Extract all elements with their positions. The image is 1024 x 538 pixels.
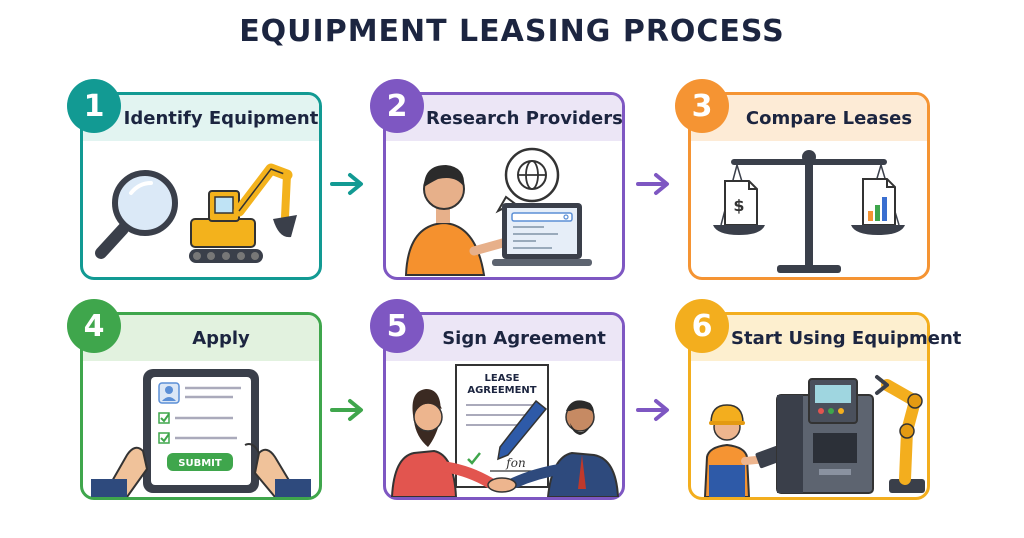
- step-label: Start Using Equipment: [731, 327, 962, 349]
- step-number-badge: 4: [67, 299, 121, 353]
- step-label: Apply: [192, 327, 250, 349]
- step-card-identify-equipment: Identify Equipment 1: [67, 79, 322, 280]
- dollar-symbol: $: [733, 196, 744, 215]
- step-number-badge: 3: [675, 79, 729, 133]
- step-card-compare-leases: Compare Leases 3 $: [675, 79, 930, 280]
- step-illustration: $: [713, 150, 905, 273]
- step-card-start-using-equipment: Start Using Equipment 6: [675, 299, 962, 500]
- machine-icon: [776, 378, 874, 494]
- step-illustration: SUBMIT: [91, 369, 311, 497]
- signature-text: fon: [505, 456, 525, 470]
- balance-scale-icon: [720, 150, 900, 273]
- arrow-right-icon: [330, 399, 363, 421]
- step-header: Identify Equipment: [83, 95, 319, 141]
- submit-button-label: SUBMIT: [178, 458, 222, 469]
- step-card-sign-agreement: Sign Agreement 5 LEASE AGREEMENT fon: [370, 299, 625, 500]
- step-label: Compare Leases: [745, 107, 913, 129]
- pen-icon: [497, 399, 548, 461]
- dollar-document-icon: $: [713, 180, 765, 235]
- worker-icon: [703, 404, 783, 497]
- step-number-badge: 6: [675, 299, 729, 353]
- lease-title-line1: LEASE: [485, 373, 520, 384]
- arrow-right-icon: [636, 399, 669, 421]
- step-label: Sign Agreement: [442, 327, 606, 349]
- step-label: Research Providers: [426, 107, 623, 129]
- excavator-icon: [189, 163, 297, 263]
- tablet-form-icon: SUBMIT: [143, 369, 259, 493]
- handshake-icon: [390, 389, 620, 497]
- step-header: Apply: [83, 315, 319, 361]
- step-header: Start Using Equipment: [691, 315, 962, 361]
- step-illustration: LEASE AGREEMENT fon: [390, 364, 620, 497]
- step-illustration: [95, 163, 297, 263]
- arrow-right-icon: [330, 173, 363, 195]
- laptop-icon: [492, 203, 592, 266]
- step-number-badge: 5: [370, 299, 424, 353]
- lease-title-line2: AGREEMENT: [467, 385, 536, 396]
- step-header: Research Providers: [386, 95, 623, 141]
- page-title: EQUIPMENT LEASING PROCESS: [239, 14, 785, 49]
- bar-chart-document-icon: [851, 178, 905, 235]
- step-number-badge: 2: [370, 79, 424, 133]
- step-number-badge: 1: [67, 79, 121, 133]
- step-label: Identify Equipment: [123, 107, 319, 129]
- step-illustration: [404, 147, 592, 276]
- step-illustration: [703, 375, 925, 497]
- hands-icon: [91, 443, 311, 497]
- globe-icon: [495, 147, 560, 214]
- arrow-right-icon: [636, 173, 669, 195]
- step-header: Compare Leases: [691, 95, 927, 141]
- step-header: Sign Agreement: [386, 315, 622, 361]
- magnifying-glass-icon: [95, 170, 178, 259]
- robot-arm-icon: [875, 375, 925, 493]
- person-icon: [404, 165, 515, 276]
- step-card-research-providers: Research Providers 2: [370, 79, 625, 280]
- step-card-apply: Apply 4 SUBMIT: [67, 299, 322, 500]
